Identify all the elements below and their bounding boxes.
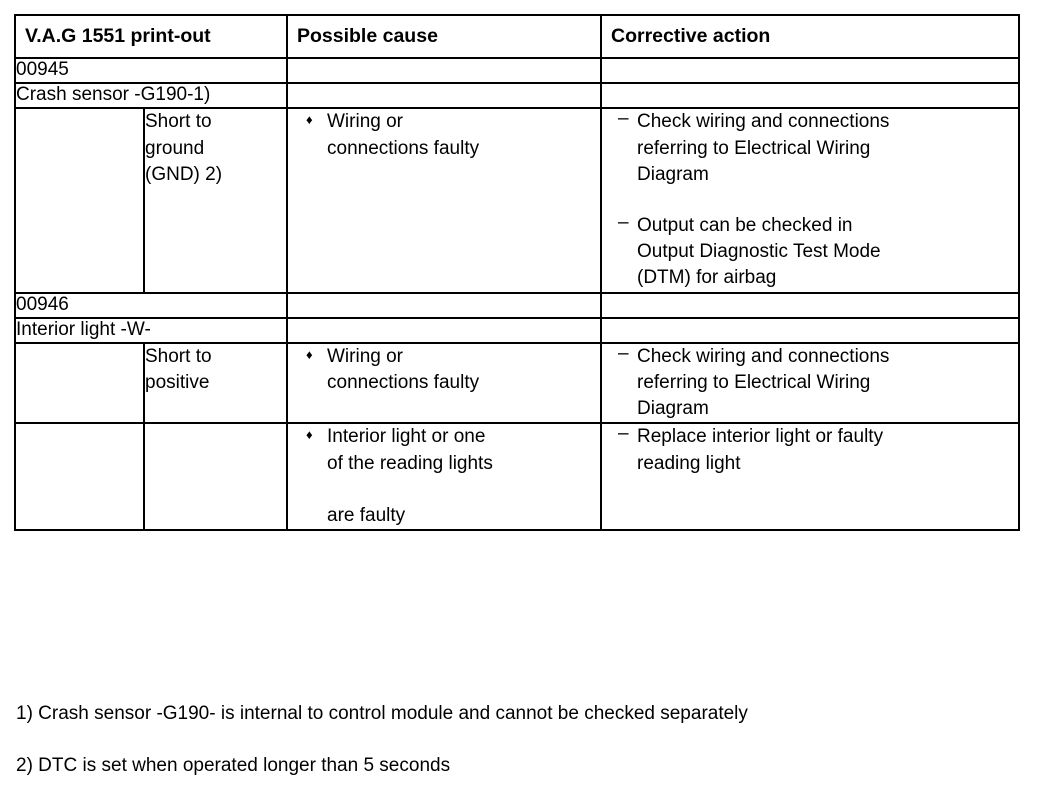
text-line: Check wiring and connections — [637, 111, 890, 133]
footnotes: 1) Crash sensor -G190- is internal to co… — [16, 702, 1026, 778]
table-row: ♦ Interior light or one of the reading l… — [14, 422, 1020, 532]
footnote-2: 2) DTC is set when operated longer than … — [16, 754, 451, 776]
possible-cause-cell: ♦ Wiring or connections faulty — [286, 341, 602, 425]
text-line: Diagram — [637, 163, 709, 185]
table-row: Short to ground (GND) 2) ♦ Wiring or con… — [14, 107, 1020, 294]
text-line: connections faulty — [327, 137, 480, 159]
possible-cause-cell: ♦ Wiring or connections faulty — [286, 107, 602, 294]
corrective-action-cell: – Check wiring and connections referring… — [600, 341, 1020, 425]
possible-cause-cell: ♦ Interior light or one of the reading l… — [286, 422, 602, 532]
fault-type-line: Short to — [145, 111, 212, 133]
empty-cell — [286, 316, 602, 344]
text-line: Interior light or one — [327, 426, 486, 448]
list-item-text: Check wiring and connections referring t… — [637, 109, 1018, 188]
list-item: – Check wiring and connections referring… — [618, 342, 1018, 423]
text-line: Diagram — [637, 398, 709, 420]
dtc-component-row: Crash sensor -G190-1) — [14, 82, 1020, 110]
column-header-printout: V.A.G 1551 print-out — [14, 13, 288, 60]
list-item: – Replace interior light or faulty readi… — [618, 423, 1018, 476]
list-item: ♦ Wiring or connections faulty — [306, 344, 600, 396]
empty-cell — [600, 57, 1020, 85]
list-item-text: Wiring or connections faulty — [327, 109, 600, 161]
column-header-possible-cause: Possible cause — [286, 13, 602, 60]
dash-bullet-icon: – — [618, 342, 629, 364]
list-item: ♦ Wiring or connections faulty — [306, 109, 600, 161]
list-item-text: Check wiring and connections referring t… — [637, 344, 1018, 423]
text-line: referring to Electrical Wiring — [637, 371, 871, 393]
empty-cell — [143, 422, 288, 532]
dash-bullet-icon: – — [618, 212, 629, 234]
corrective-action-list: – Replace interior light or faulty readi… — [602, 423, 1018, 476]
diamond-bullet-icon: ♦ — [306, 427, 313, 443]
text-line: of the reading lights — [327, 452, 493, 474]
empty-cell — [14, 422, 145, 532]
corrective-action-list: – Check wiring and connections referring… — [602, 342, 1018, 423]
diamond-bullet-icon: ♦ — [306, 346, 313, 362]
dash-bullet-icon: – — [618, 423, 629, 445]
list-item: ♦ Interior light or one of the reading l… — [306, 424, 600, 529]
text-line: Wiring or — [327, 111, 404, 133]
fault-type-line: Short to — [145, 345, 212, 367]
possible-cause-list: ♦ Interior light or one of the reading l… — [288, 424, 600, 529]
fault-type-cell: Short to positive — [143, 341, 288, 425]
corrective-action-cell: – Replace interior light or faulty readi… — [600, 422, 1020, 532]
empty-cell — [14, 341, 145, 425]
fault-type-line: ground — [145, 137, 205, 159]
empty-cell — [286, 57, 602, 85]
dtc-code-00945: 00945 — [14, 57, 288, 85]
empty-cell — [14, 107, 145, 294]
empty-cell — [286, 82, 602, 110]
possible-cause-list: ♦ Wiring or connections faulty — [288, 109, 600, 161]
text-line: Output can be checked in — [637, 215, 853, 237]
dtc-component-interior-light: Interior light -W- — [14, 316, 288, 344]
footnote-1: 1) Crash sensor -G190- is internal to co… — [16, 703, 748, 724]
text-line: connections faulty — [327, 371, 480, 393]
dtc-component-crash-sensor: Crash sensor -G190-1) — [14, 82, 288, 110]
empty-cell — [600, 291, 1020, 319]
dtc-code-row: 00945 — [14, 57, 1020, 85]
text-line: referring to Electrical Wiring — [637, 137, 871, 159]
empty-cell — [286, 291, 602, 319]
dtc-component-row: Interior light -W- — [14, 316, 1020, 344]
text-line: are faulty — [327, 504, 406, 526]
empty-cell — [600, 82, 1020, 110]
list-item-text: Replace interior light or faulty reading… — [637, 424, 1018, 476]
list-item-text: Wiring or connections faulty — [327, 344, 600, 396]
dtc-code-row: 00946 — [14, 291, 1020, 319]
dtc-code-00946: 00946 — [14, 291, 288, 319]
text-line: Replace interior light or faulty — [637, 426, 884, 448]
text-line: reading light — [637, 452, 741, 474]
text-line: (DTM) for airbag — [637, 267, 777, 289]
table-row: Short to positive ♦ Wiring or connection… — [14, 341, 1020, 425]
diamond-bullet-icon: ♦ — [306, 112, 313, 128]
corrective-action-cell: – Check wiring and connections referring… — [600, 107, 1020, 294]
empty-cell — [600, 316, 1020, 344]
text-line: Output Diagnostic Test Mode — [637, 241, 881, 263]
list-item-text: Output can be checked in Output Diagnost… — [637, 213, 1018, 292]
list-item: – Output can be checked in Output Diagno… — [618, 212, 1018, 292]
corrective-action-list: – Check wiring and connections referring… — [602, 108, 1018, 292]
possible-cause-list: ♦ Wiring or connections faulty — [288, 344, 600, 396]
text-line: Wiring or — [327, 345, 404, 367]
dtc-table: V.A.G 1551 print-out Possible cause Corr… — [14, 13, 1020, 532]
column-header-corrective-action: Corrective action — [600, 13, 1020, 60]
dash-bullet-icon: – — [618, 108, 629, 130]
table-header-row: V.A.G 1551 print-out Possible cause Corr… — [14, 13, 1020, 60]
text-line: Check wiring and connections — [637, 345, 890, 367]
fault-type-cell: Short to ground (GND) 2) — [143, 107, 288, 294]
list-item: – Check wiring and connections referring… — [618, 108, 1018, 188]
fault-type-line: positive — [145, 371, 210, 393]
list-item-text: Interior light or one of the reading lig… — [327, 424, 600, 529]
fault-type-line: (GND) 2) — [145, 163, 223, 185]
